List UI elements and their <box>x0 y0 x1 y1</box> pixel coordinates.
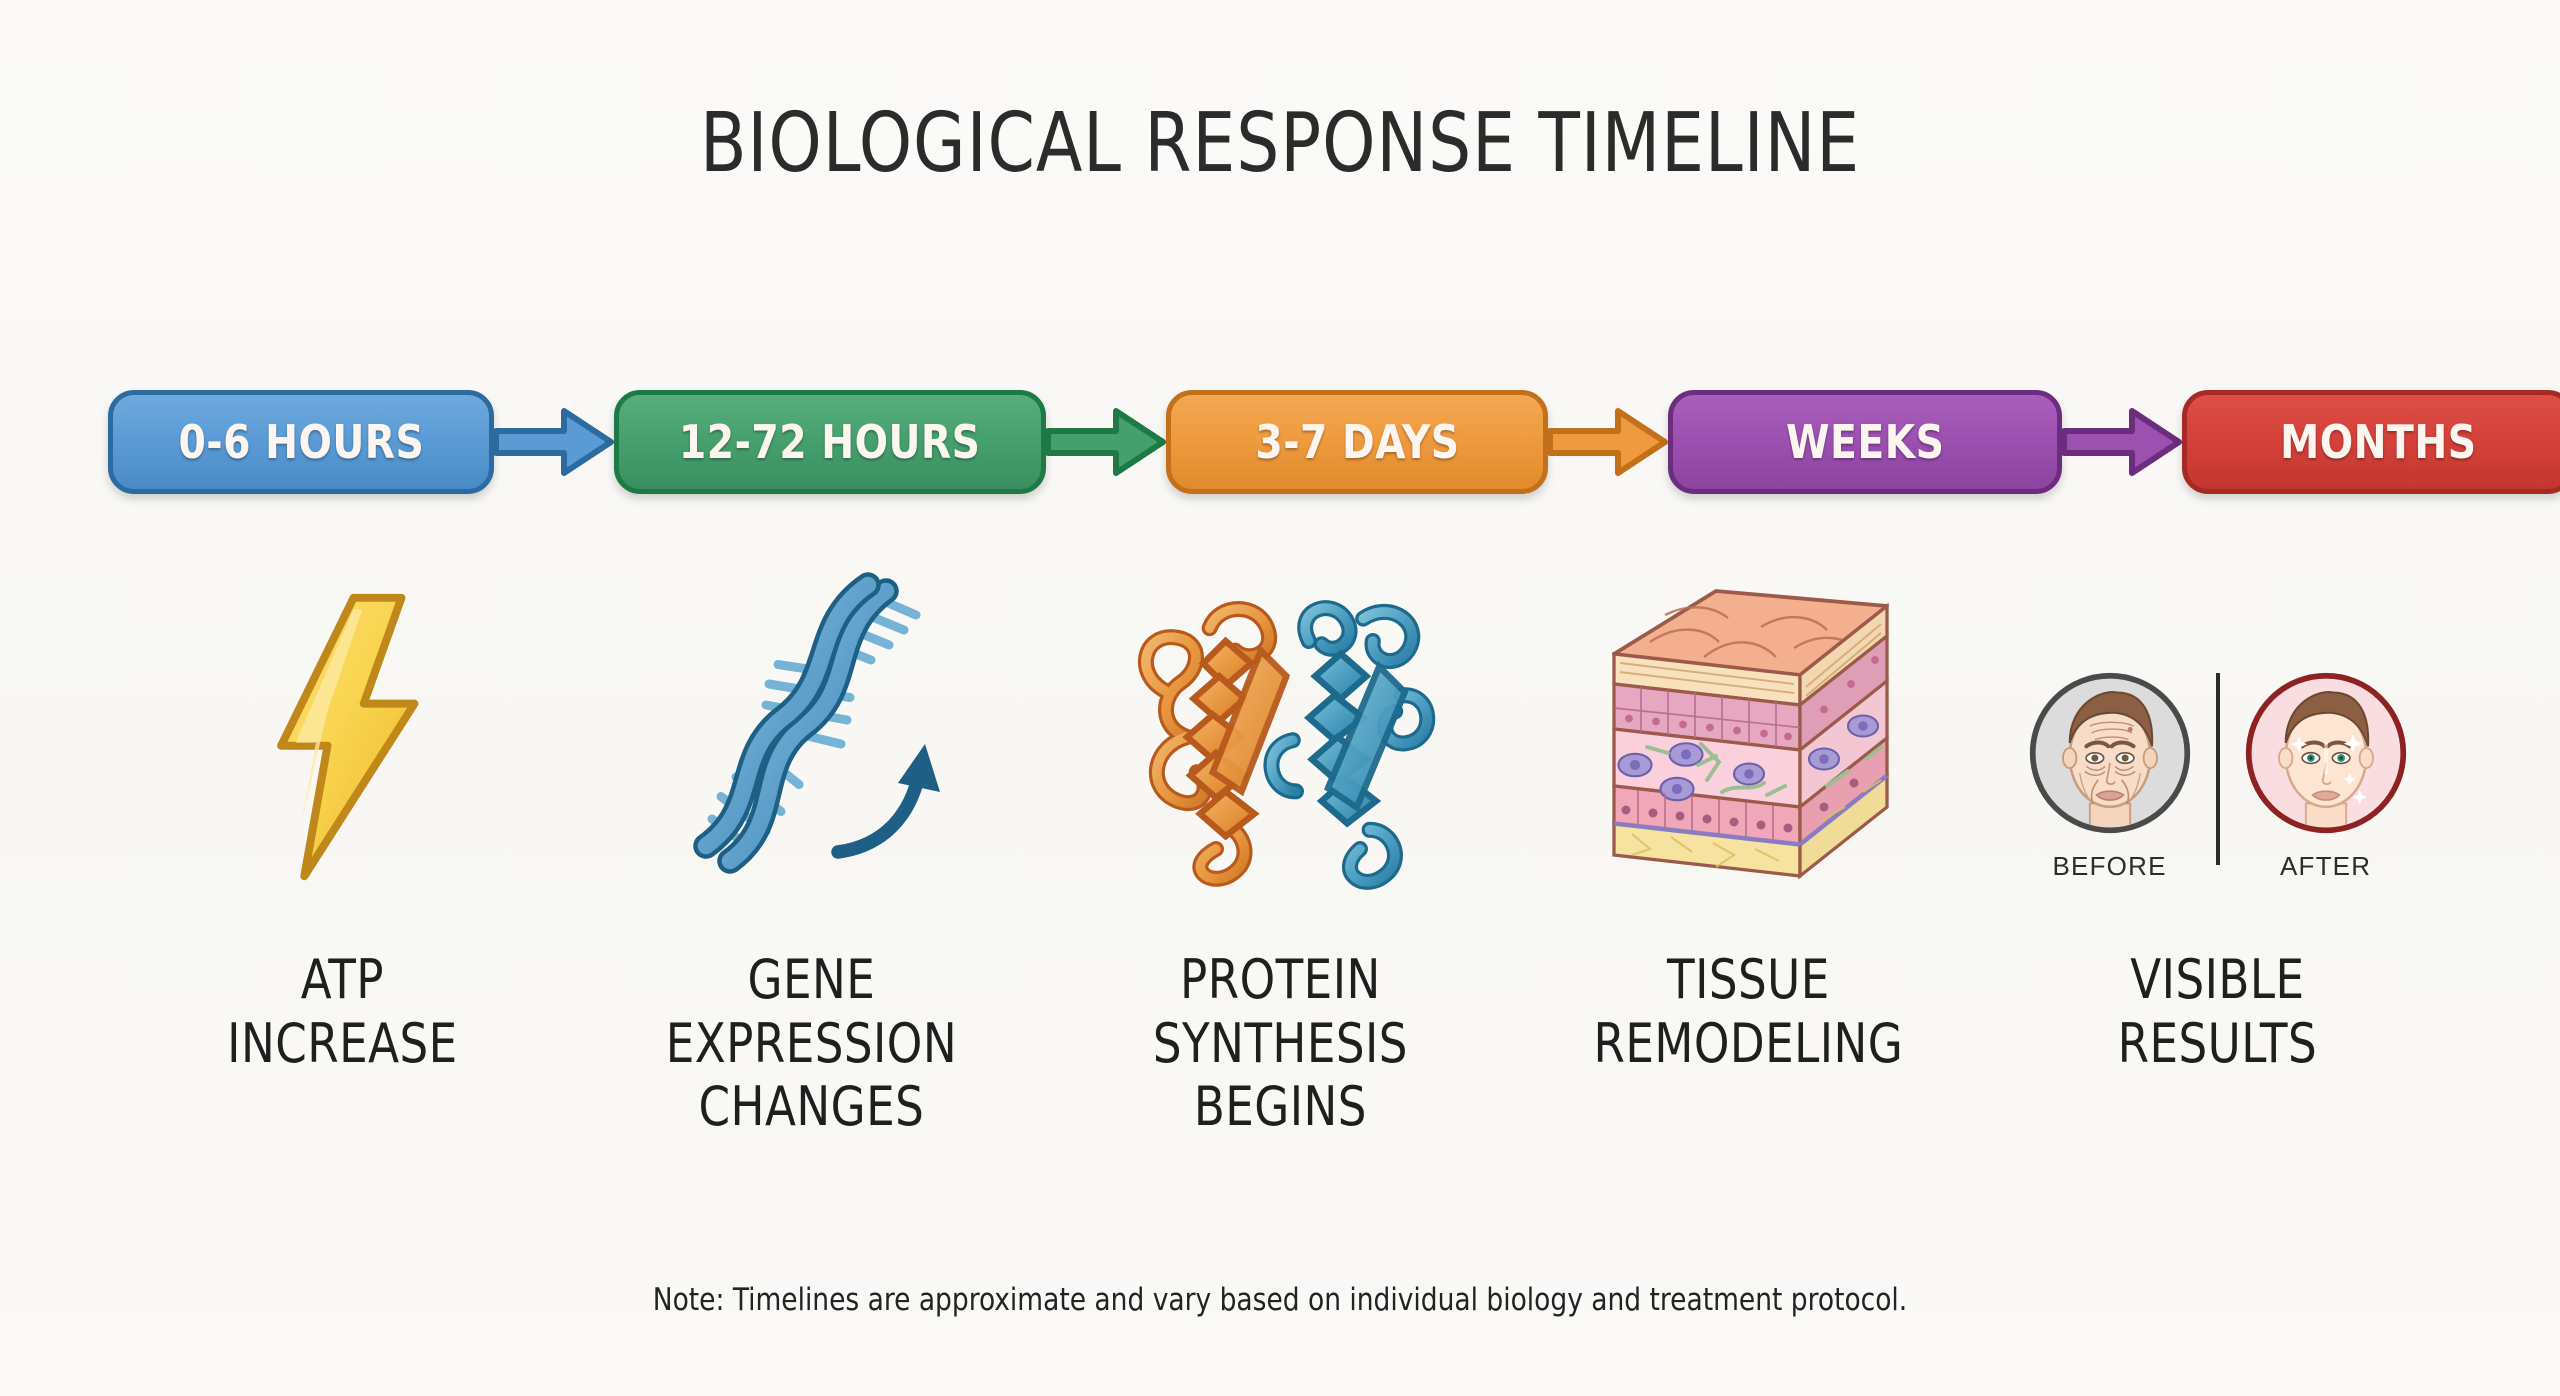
caption-line: EXPRESSION <box>665 1011 957 1075</box>
protein-structure-icon <box>1137 600 1436 890</box>
caption-gene-expression-changes: GENE EXPRESSION CHANGES <box>593 948 1029 1139</box>
icon-cell-tissue-remodeling <box>1514 552 1983 882</box>
timeline-badge-months[interactable]: MONTHS <box>2182 390 2560 494</box>
timeline-badge-row: 0-6 HOURS 12-72 HOURS 3-7 DAYS WEEKS <box>108 386 2560 498</box>
icon-cell-protein-synthesis <box>1046 552 1515 890</box>
timeline-badge-12-72-hours[interactable]: 12-72 HOURS <box>614 390 1046 494</box>
lightning-bolt-icon <box>277 593 419 881</box>
caption-line: TISSUE <box>1667 948 1831 1011</box>
timeline-badge-label: 0-6 HOURS <box>178 415 424 469</box>
footnote-text: Note: Timelines are approximate and vary… <box>652 1282 1908 1318</box>
caption-line: VISIBLE <box>2130 948 2305 1011</box>
before-after-divider <box>2215 673 2220 865</box>
timeline-badge-label: MONTHS <box>2279 415 2477 469</box>
caption-tissue-remodeling: TISSUE REMODELING <box>1531 948 1967 1139</box>
caption-line: PROTEIN <box>1179 948 1381 1011</box>
caption-atp-increase: ATP INCREASE <box>124 948 560 1139</box>
timeline-arrow-4 <box>2061 390 2182 494</box>
icon-row: BEFORE <box>108 552 2452 890</box>
caption-line: CHANGES <box>698 1075 925 1139</box>
before-column: BEFORE <box>2022 669 2198 882</box>
caption-visible-results: VISIBLE RESULTS <box>2000 948 2436 1139</box>
timeline-arrow-2 <box>1045 390 1166 494</box>
caption-line: REMODELING <box>1593 1011 1904 1075</box>
skin-tissue-layers-icon <box>1611 589 1889 880</box>
timeline-badge-3-7-days[interactable]: 3-7 DAYS <box>1166 390 1548 494</box>
caption-line: ATP <box>300 948 385 1011</box>
timeline-arrow-3 <box>1547 390 1668 494</box>
page-title: BIOLOGICAL RESPONSE TIMELINE <box>699 96 1861 191</box>
timeline-badge-label: 12-72 HOURS <box>679 415 981 469</box>
after-face-icon <box>2245 672 2406 834</box>
icon-cell-gene-expression <box>577 552 1046 882</box>
icon-cell-visible-results: BEFORE <box>1983 552 2452 882</box>
icon-cell-atp-increase <box>108 552 577 882</box>
caption-line: SYNTHESIS <box>1152 1011 1408 1075</box>
caption-protein-synthesis-begins: PROTEIN SYNTHESIS BEGINS <box>1062 948 1498 1139</box>
dna-helix-icon <box>693 572 941 874</box>
caption-line: GENE <box>747 948 876 1011</box>
caption-row: ATP INCREASE GENE EXPRESSION CHANGES PRO… <box>108 948 2452 1139</box>
timeline-arrow-1 <box>493 390 614 494</box>
timeline-badge-weeks[interactable]: WEEKS <box>1668 390 2062 494</box>
before-face-icon <box>2029 672 2190 834</box>
before-label: BEFORE <box>2052 851 2167 881</box>
before-after-faces-icon: BEFORE <box>2022 669 2414 882</box>
caption-line: BEGINS <box>1193 1075 1367 1139</box>
timeline-badge-label: WEEKS <box>1785 415 1945 469</box>
caption-line: RESULTS <box>2117 1011 2318 1075</box>
after-column: AFTER <box>2238 669 2414 882</box>
caption-line: INCREASE <box>227 1011 458 1075</box>
timeline-badge-label: 3-7 DAYS <box>1254 415 1460 469</box>
after-label: AFTER <box>2279 851 2372 881</box>
timeline-badge-0-6-hours[interactable]: 0-6 HOURS <box>108 390 494 494</box>
